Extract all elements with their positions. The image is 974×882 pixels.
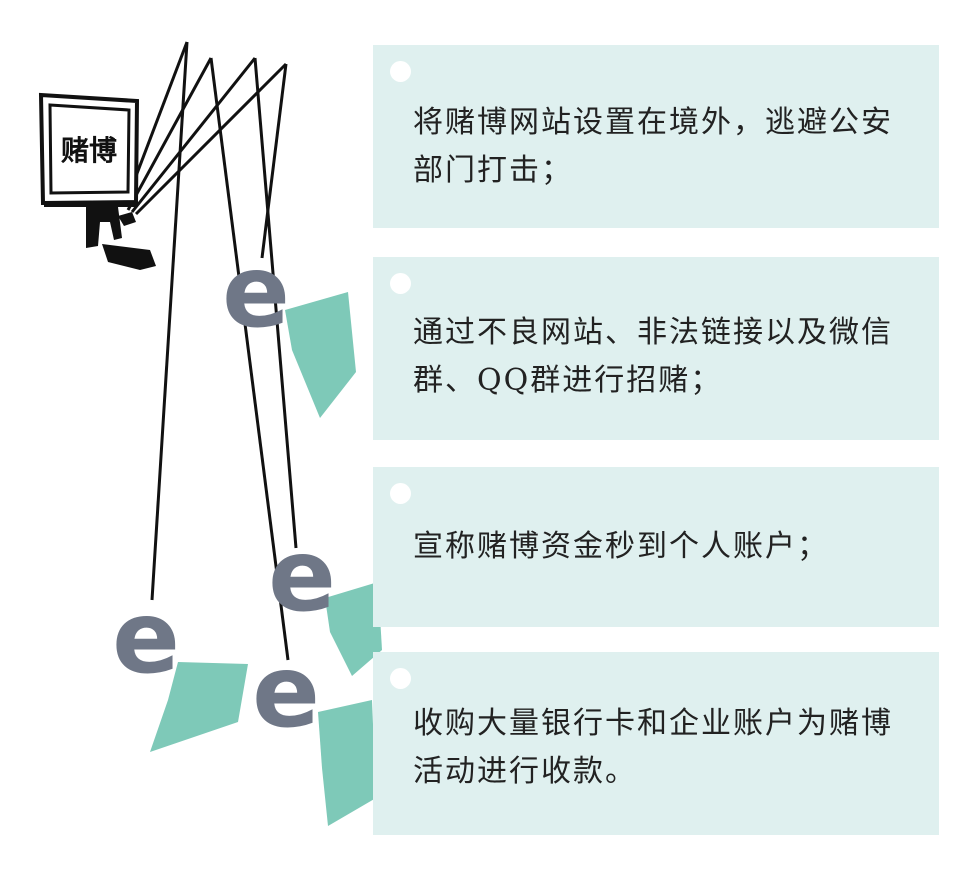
bullet-dot bbox=[390, 273, 411, 294]
bullet-dot bbox=[390, 483, 411, 504]
item-text-4: 收购大量银行卡和企业账户为赌博活动进行收款。 bbox=[413, 706, 893, 789]
hook-e-2: e bbox=[268, 517, 382, 676]
bullet-dot bbox=[390, 61, 411, 82]
hook-letter: e bbox=[222, 233, 290, 350]
hook-letter: e bbox=[268, 517, 336, 634]
item-text-1: 将赌博网站设置在境外，逃避公安部门打击； bbox=[413, 105, 893, 188]
monitor-icon: 赌博 bbox=[38, 92, 156, 270]
item-text-2: 通过不良网站、非法链接以及微信群、QQ群进行招赌； bbox=[413, 315, 893, 398]
item-panel-4: 收购大量银行卡和企业账户为赌博活动进行收款。 bbox=[373, 652, 939, 835]
fishing-lines bbox=[123, 41, 298, 661]
hook-e-1: e bbox=[222, 233, 356, 418]
item-panel-3: 宣称赌博资金秒到个人账户； bbox=[373, 467, 939, 627]
hook-letter: e bbox=[112, 579, 180, 696]
hook-e-3: e bbox=[112, 579, 248, 752]
bullet-dot bbox=[390, 668, 411, 689]
gambling-illustration: 赌博 e e e e bbox=[38, 41, 382, 826]
item-panel-2: 通过不良网站、非法链接以及微信群、QQ群进行招赌； bbox=[373, 257, 939, 440]
item-panel-1: 将赌博网站设置在境外，逃避公安部门打击； bbox=[373, 45, 939, 228]
hook-letter: e bbox=[252, 633, 320, 750]
monitor-label: 赌博 bbox=[61, 134, 117, 167]
item-text-3: 宣称赌博资金秒到个人账户； bbox=[413, 529, 829, 564]
hook-e-4: e bbox=[252, 633, 376, 826]
